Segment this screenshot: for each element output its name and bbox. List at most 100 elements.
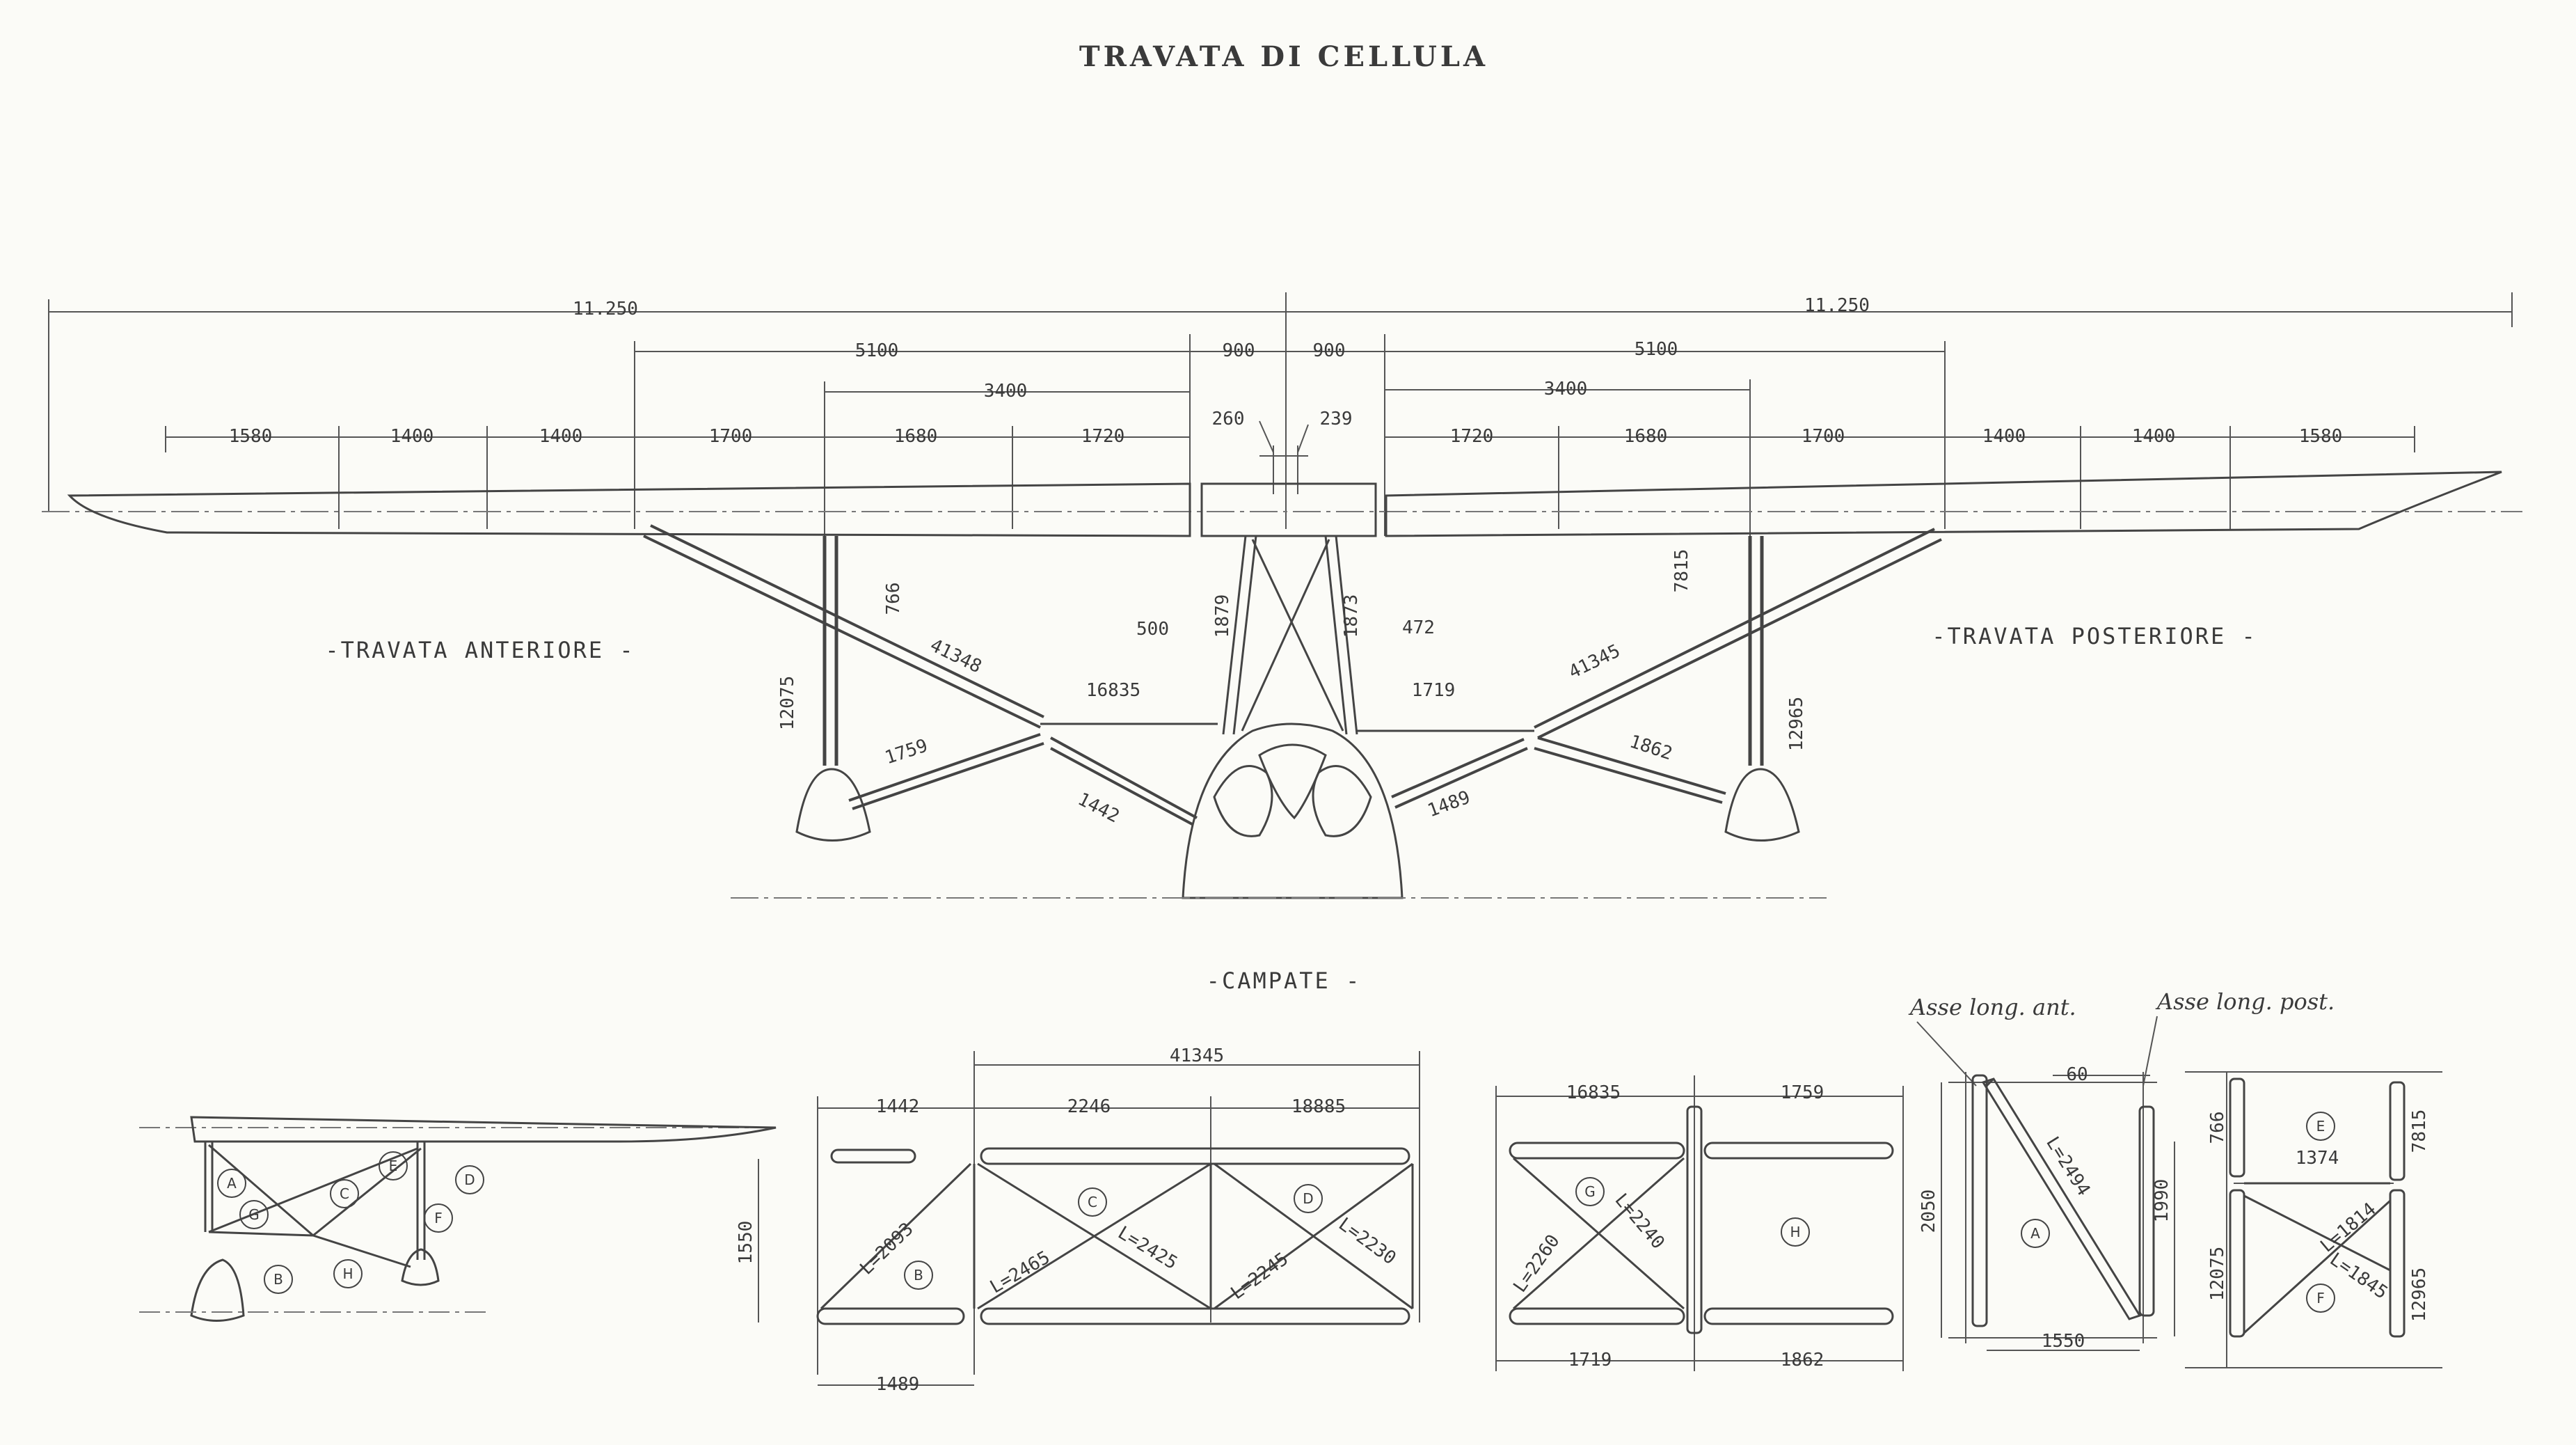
bay-dim-1442: 1442: [876, 1096, 920, 1117]
strut-diagonals-left: [643, 524, 1198, 826]
dim-766: 766: [883, 583, 904, 615]
label-axis-front: Asse long. ant.: [1908, 994, 2076, 1020]
side-dim-1990: 1990: [2152, 1179, 2172, 1223]
dim-500: 500: [1136, 619, 1169, 640]
side-dim-766: 766: [2207, 1112, 2228, 1144]
dim-1862: 1862: [1627, 731, 1675, 764]
bay-dim-1550: 1550: [736, 1221, 756, 1265]
dim-260-239-leaders: [1259, 420, 1309, 494]
dim-row-stations: [165, 426, 2415, 529]
circle-f: F: [434, 1210, 443, 1226]
dim-row-3400: [824, 379, 1751, 557]
dim-3400-left: 3400: [984, 381, 1028, 402]
bay-panel-gh: 16835 1759 1719 1862 L=2260 L=2240 G H: [1495, 1075, 1904, 1371]
dim-1400-right-b: 1400: [2132, 426, 2176, 447]
bay-len-2240: L=2240: [1610, 1190, 1668, 1253]
side-dim-1550: 1550: [2042, 1331, 2085, 1352]
dim-260: 260: [1212, 409, 1245, 429]
dim-row-5100: [634, 334, 1946, 536]
side-dim-2050: 2050: [1918, 1190, 1939, 1233]
bay-panel-side: Asse long. ant. Asse long. post. 60 2050…: [1908, 988, 2442, 1368]
front-view: 11.250 11.250 5100 900 900 5100 3400 340…: [42, 292, 2522, 899]
wing-floats: [795, 768, 1800, 842]
bay-len-2260: L=2260: [1509, 1231, 1564, 1296]
circle-g: G: [248, 1206, 260, 1223]
dim-1759: 1759: [882, 735, 930, 768]
bay-len-2425: L=2425: [1114, 1222, 1181, 1274]
label-spans: -CAMPATE -: [1207, 968, 1362, 994]
overview-circle-labels: A G B C E D F H: [217, 1151, 484, 1294]
side-dim-7815: 7815: [2409, 1110, 2430, 1153]
dim-1580-right: 1580: [2299, 426, 2343, 447]
dim-1680-right: 1680: [1624, 426, 1668, 447]
strut-diagonals-right: [1391, 528, 1942, 809]
circle-e: E: [389, 1158, 398, 1174]
dim-1400-left-b: 1400: [539, 426, 583, 447]
circle-c: C: [340, 1185, 349, 1202]
hull: [1182, 722, 1404, 899]
side-dim-12965: 12965: [2409, 1268, 2430, 1322]
strut-vertical-left: [822, 536, 838, 766]
bay-len-2230: L=2230: [1335, 1214, 1400, 1269]
dim-1720-right: 1720: [1450, 426, 1494, 447]
bay-len-2245: L=2245: [1227, 1249, 1292, 1304]
bay-dim-16835: 16835: [1566, 1082, 1621, 1103]
bay-dim-1489: 1489: [876, 1374, 920, 1395]
dim-239: 239: [1320, 409, 1353, 429]
dim-1720-left: 1720: [1081, 426, 1125, 447]
circle-h: H: [342, 1265, 353, 1282]
bay-circle-h: H: [1790, 1224, 1800, 1240]
dim-1580-left: 1580: [229, 426, 273, 447]
dim-5100-right: 5100: [1635, 339, 1678, 360]
dim-half-left: 11.250: [573, 299, 638, 319]
bay-circle-g: G: [1584, 1183, 1596, 1200]
dim-900-left: 900: [1223, 340, 1255, 361]
bay-circle-b: B: [914, 1267, 923, 1284]
bay-dim-1862: 1862: [1781, 1350, 1824, 1371]
overview-detail: A G B C E D F H: [139, 1116, 779, 1322]
bay-circle-d: D: [1303, 1190, 1313, 1207]
dim-1719: 1719: [1412, 680, 1456, 701]
bay-dim-41345: 41345: [1170, 1045, 1224, 1066]
dim-5100-left: 5100: [855, 340, 899, 361]
label-rear-spar: -TRAVATA POSTERIORE -: [1932, 623, 2257, 649]
strut-vertical-right: [1748, 536, 1764, 766]
dim-1400-right-a: 1400: [1982, 426, 2026, 447]
bay-circle-c: C: [1088, 1194, 1097, 1210]
dim-7815: 7815: [1671, 549, 1692, 593]
bay-panel-bcd: 41345 1442 2246 18885 1550 1489 L=2093 L…: [736, 1045, 1420, 1395]
side-len-1845: L=1845: [2326, 1249, 2392, 1303]
bay-len-2093: L=2093: [856, 1219, 917, 1279]
circle-b: B: [273, 1271, 283, 1288]
bay-dim-2246: 2246: [1067, 1096, 1111, 1117]
dim-1680-left: 1680: [894, 426, 938, 447]
side-circle-a: A: [2030, 1225, 2040, 1242]
dim-half-right: 11.250: [1804, 295, 1870, 316]
circle-d: D: [464, 1171, 475, 1188]
dim-1400-left-a: 1400: [390, 426, 434, 447]
cabane-struts: [1040, 535, 1534, 735]
side-dim-60: 60: [2066, 1064, 2088, 1085]
label-front-spar: -TRAVATA ANTERIORE -: [325, 637, 635, 663]
bay-dim-18885: 18885: [1291, 1096, 1346, 1117]
dim-900-right: 900: [1313, 340, 1346, 361]
dim-12965: 12965: [1786, 697, 1807, 751]
label-axis-rear: Asse long. post.: [2155, 988, 2335, 1015]
side-circle-f: F: [2316, 1290, 2325, 1306]
dim-1700-right: 1700: [1802, 426, 1845, 447]
side-dim-12075: 12075: [2207, 1247, 2228, 1301]
dim-12075: 12075: [777, 676, 798, 730]
bay-dim-1759: 1759: [1781, 1082, 1824, 1103]
side-circle-e: E: [2316, 1118, 2325, 1135]
dim-41345: 41345: [1566, 640, 1624, 683]
side-dim-1374: 1374: [2296, 1148, 2339, 1169]
dim-41348: 41348: [927, 635, 985, 677]
wing: [67, 471, 2502, 537]
dim-472: 472: [1402, 617, 1435, 638]
overall-span-line: [48, 292, 2513, 529]
dim-1873: 1873: [1341, 594, 1362, 638]
bay-dim-1719: 1719: [1568, 1350, 1612, 1371]
dim-16835: 16835: [1086, 680, 1140, 701]
dim-3400-right: 3400: [1544, 379, 1588, 400]
